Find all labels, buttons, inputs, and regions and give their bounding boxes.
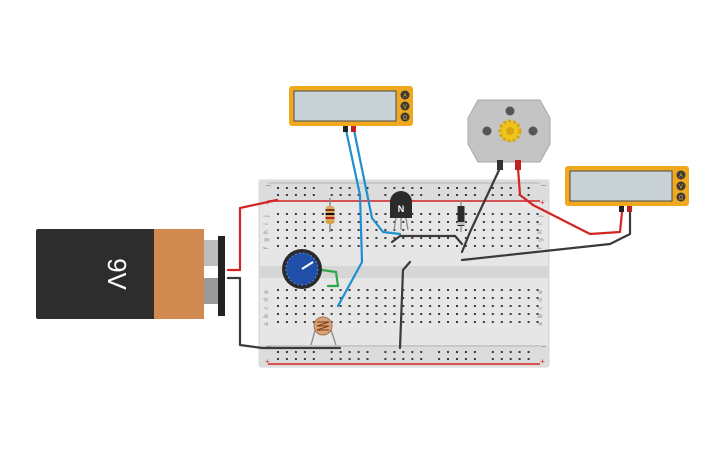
svg-text:c: c — [263, 306, 270, 309]
wire-battery-positive[interactable] — [226, 198, 279, 272]
svg-text:d: d — [263, 298, 270, 302]
rail-plus-label-bl: + — [265, 357, 270, 366]
wire-pot-wiper[interactable] — [320, 268, 340, 288]
meter-left-btn-v[interactable]: V — [403, 105, 407, 111]
battery-label: 9V — [102, 258, 132, 290]
wires — [226, 128, 632, 350]
rail-minus-label-bl: − — [265, 342, 272, 351]
wire-meter-right-black[interactable] — [460, 210, 632, 262]
diode-icon[interactable] — [457, 200, 465, 232]
multimeter-icon-right[interactable]: A V Ω — [565, 166, 689, 212]
svg-text:b: b — [263, 314, 270, 318]
svg-text:h: h — [263, 230, 270, 234]
breadboard-holes — [277, 187, 539, 360]
wire-motor-red[interactable] — [516, 166, 535, 207]
wire-meter-left-com[interactable] — [336, 128, 364, 308]
rail-plus-label-br: + — [540, 357, 545, 366]
wire-motor-black[interactable] — [460, 166, 502, 254]
svg-text:g: g — [263, 238, 270, 242]
svg-text:i: i — [537, 223, 544, 225]
svg-text:e: e — [263, 290, 270, 294]
wire-jumper-ground[interactable] — [398, 260, 412, 350]
motor-icon[interactable] — [467, 99, 551, 170]
transistor-label: N — [398, 204, 405, 214]
rail-minus-label-tl: − — [265, 181, 272, 190]
rail-minus-label-tr: − — [540, 181, 547, 190]
meter-right-btn-v[interactable]: V — [679, 185, 683, 191]
wire-meter-left-v[interactable] — [352, 128, 402, 236]
meter-left-btn-ohm[interactable]: Ω — [403, 116, 408, 122]
rail-plus-label-tr: + — [540, 198, 545, 207]
wire-battery-negative[interactable] — [226, 276, 342, 350]
svg-text:f: f — [537, 246, 544, 249]
meter-left-btn-a[interactable]: A — [403, 94, 407, 100]
svg-text:f: f — [263, 246, 270, 249]
svg-text:a: a — [537, 322, 544, 326]
svg-text:i: i — [263, 223, 270, 225]
svg-text:c: c — [537, 306, 544, 309]
svg-text:j: j — [537, 215, 544, 218]
resistor-icon[interactable] — [325, 198, 335, 232]
svg-text:a: a — [263, 322, 270, 326]
photoresistor-icon[interactable] — [310, 316, 337, 346]
svg-text:d: d — [537, 298, 544, 302]
transistor-icon[interactable]: N — [390, 191, 412, 231]
svg-text:b: b — [537, 314, 544, 318]
multimeter-icon-left[interactable]: A V Ω — [289, 86, 413, 132]
motor-gear-icon — [498, 119, 522, 143]
wire-jumper-center[interactable] — [390, 234, 464, 246]
meter-right-btn-ohm[interactable]: Ω — [679, 196, 684, 202]
svg-text:e: e — [537, 290, 544, 294]
wire-meter-right-red[interactable] — [531, 203, 624, 236]
meter-right-btn-a[interactable]: A — [679, 174, 683, 180]
potentiometer-icon[interactable] — [282, 249, 322, 289]
svg-text:h: h — [537, 230, 544, 234]
svg-text:g: g — [537, 238, 544, 242]
rail-minus-label-br: − — [540, 342, 547, 351]
svg-text:j: j — [263, 215, 270, 218]
battery-icon[interactable]: 9V — [36, 229, 225, 319]
